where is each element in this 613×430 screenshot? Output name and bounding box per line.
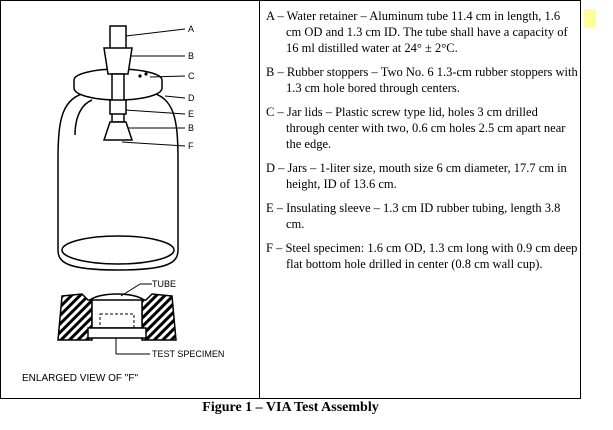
- callout-d: D: [188, 93, 195, 103]
- highlight-mark: [584, 9, 596, 28]
- inset-leaders: [115, 283, 152, 355]
- callout-b-bottom: B: [188, 123, 194, 133]
- legend-item-c: C – Jar lids – Plastic screw type lid, h…: [266, 105, 566, 151]
- tube-assembly: [102, 25, 134, 141]
- callout-a: A: [188, 24, 194, 34]
- frame-divider: [259, 0, 260, 399]
- inset-title: ENLARGED VIEW OF "F": [22, 373, 138, 384]
- jar-lid: [73, 68, 163, 101]
- legend-item-f: F – Steel specimen: 1.6 cm OD, 1.3 cm lo…: [266, 241, 578, 271]
- tube-label: TUBE: [152, 279, 176, 289]
- legend: A – Water retainer – Aluminum tube 11.4 …: [266, 8, 578, 280]
- callout-c: C: [188, 71, 195, 81]
- legend-item-b: B – Rubber stoppers – Two No. 6 1.3-cm r…: [266, 65, 578, 95]
- callout-e: E: [188, 109, 194, 119]
- callout-f: F: [188, 141, 194, 151]
- figure-caption: Figure 1 – VIA Test Assembly: [202, 400, 379, 415]
- callout-b-top: B: [188, 51, 194, 61]
- figure-frame: [0, 0, 581, 399]
- callout-labels: A B C D E B F: [188, 24, 195, 151]
- assembly-drawing: A B C D E B F TUBE TEST SPECIMEN: [0, 0, 259, 399]
- callout-leaders: [121, 28, 186, 147]
- legend-item-a: A – Water retainer – Aluminum tube 11.4 …: [266, 9, 568, 55]
- enlarged-inset: [57, 293, 177, 341]
- inset-labels: TUBE TEST SPECIMEN ENLARGED VIEW OF "F": [22, 279, 224, 384]
- assembly-svg: A B C D E B F TUBE TEST SPECIMEN: [22, 24, 224, 384]
- legend-item-d: D – Jars – 1-liter size, mouth size 6 cm…: [266, 161, 567, 191]
- specimen-label: TEST SPECIMEN: [152, 349, 224, 359]
- legend-item-e: E – Insulating sleeve – 1.3 cm ID rubber…: [266, 201, 561, 231]
